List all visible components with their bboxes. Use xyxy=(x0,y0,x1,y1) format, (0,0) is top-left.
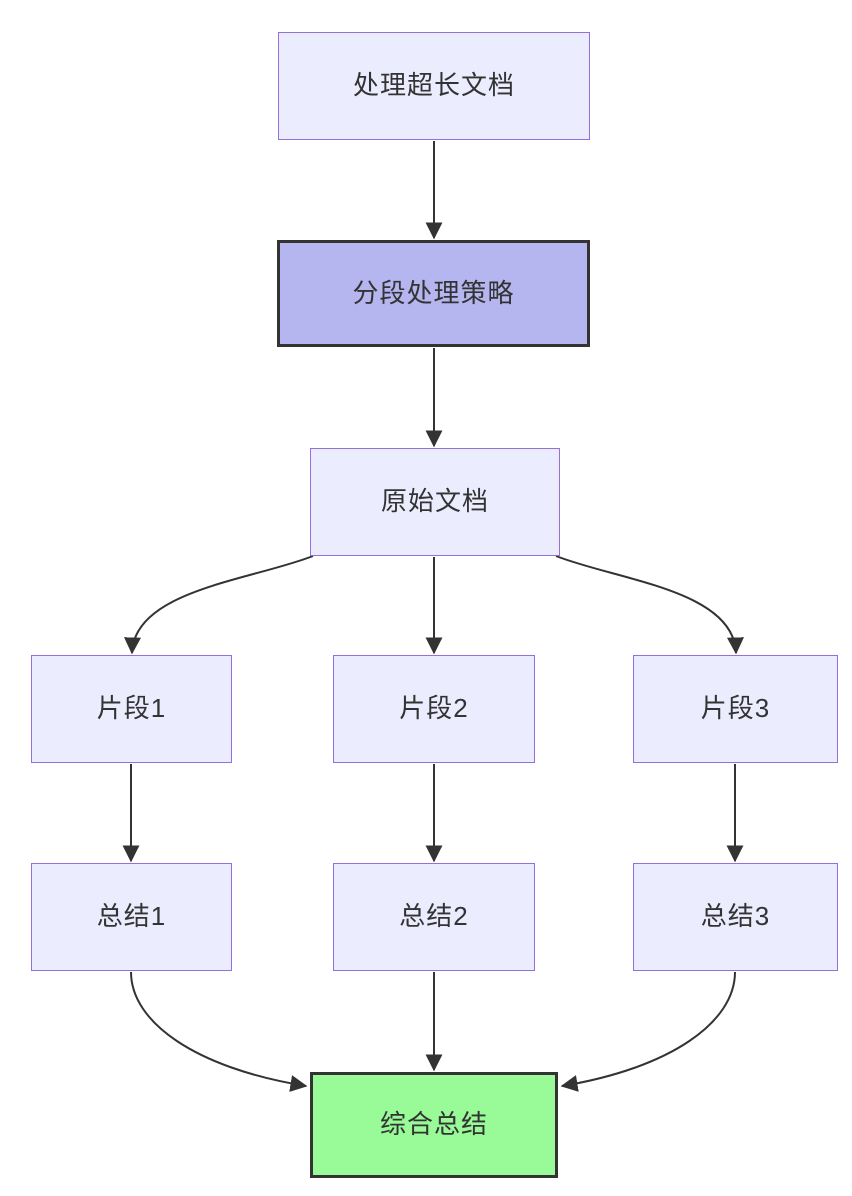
node-label: 综合总结 xyxy=(379,1109,488,1140)
node-fragment-3: 片段3 xyxy=(633,655,838,763)
node-fragment-1: 片段1 xyxy=(31,655,232,763)
node-label: 处理超长文档 xyxy=(352,70,515,101)
edge-C-D3 xyxy=(555,555,744,655)
node-label: 片段3 xyxy=(700,693,771,724)
node-summary-2: 总结2 xyxy=(333,863,535,971)
node-label: 总结3 xyxy=(700,901,771,932)
node-summary-3: 总结3 xyxy=(633,863,838,971)
node-label: 片段1 xyxy=(96,693,167,724)
node-process-long-doc: 处理超长文档 xyxy=(278,32,590,140)
node-label: 片段2 xyxy=(399,693,469,724)
edge-E3-F xyxy=(560,971,736,1092)
node-label: 总结2 xyxy=(399,901,469,932)
node-fragment-2: 片段2 xyxy=(333,655,535,763)
node-combined-summary: 综合总结 xyxy=(310,1072,558,1178)
edge-E1-F xyxy=(130,971,308,1092)
node-segmentation-strategy: 分段处理策略 xyxy=(277,240,590,347)
node-label: 原始文档 xyxy=(380,486,489,517)
node-label: 分段处理策略 xyxy=(352,277,515,308)
node-summary-1: 总结1 xyxy=(31,863,232,971)
node-label: 总结1 xyxy=(96,901,167,932)
edge-C-D1 xyxy=(124,555,314,655)
node-original-doc: 原始文档 xyxy=(310,448,560,556)
